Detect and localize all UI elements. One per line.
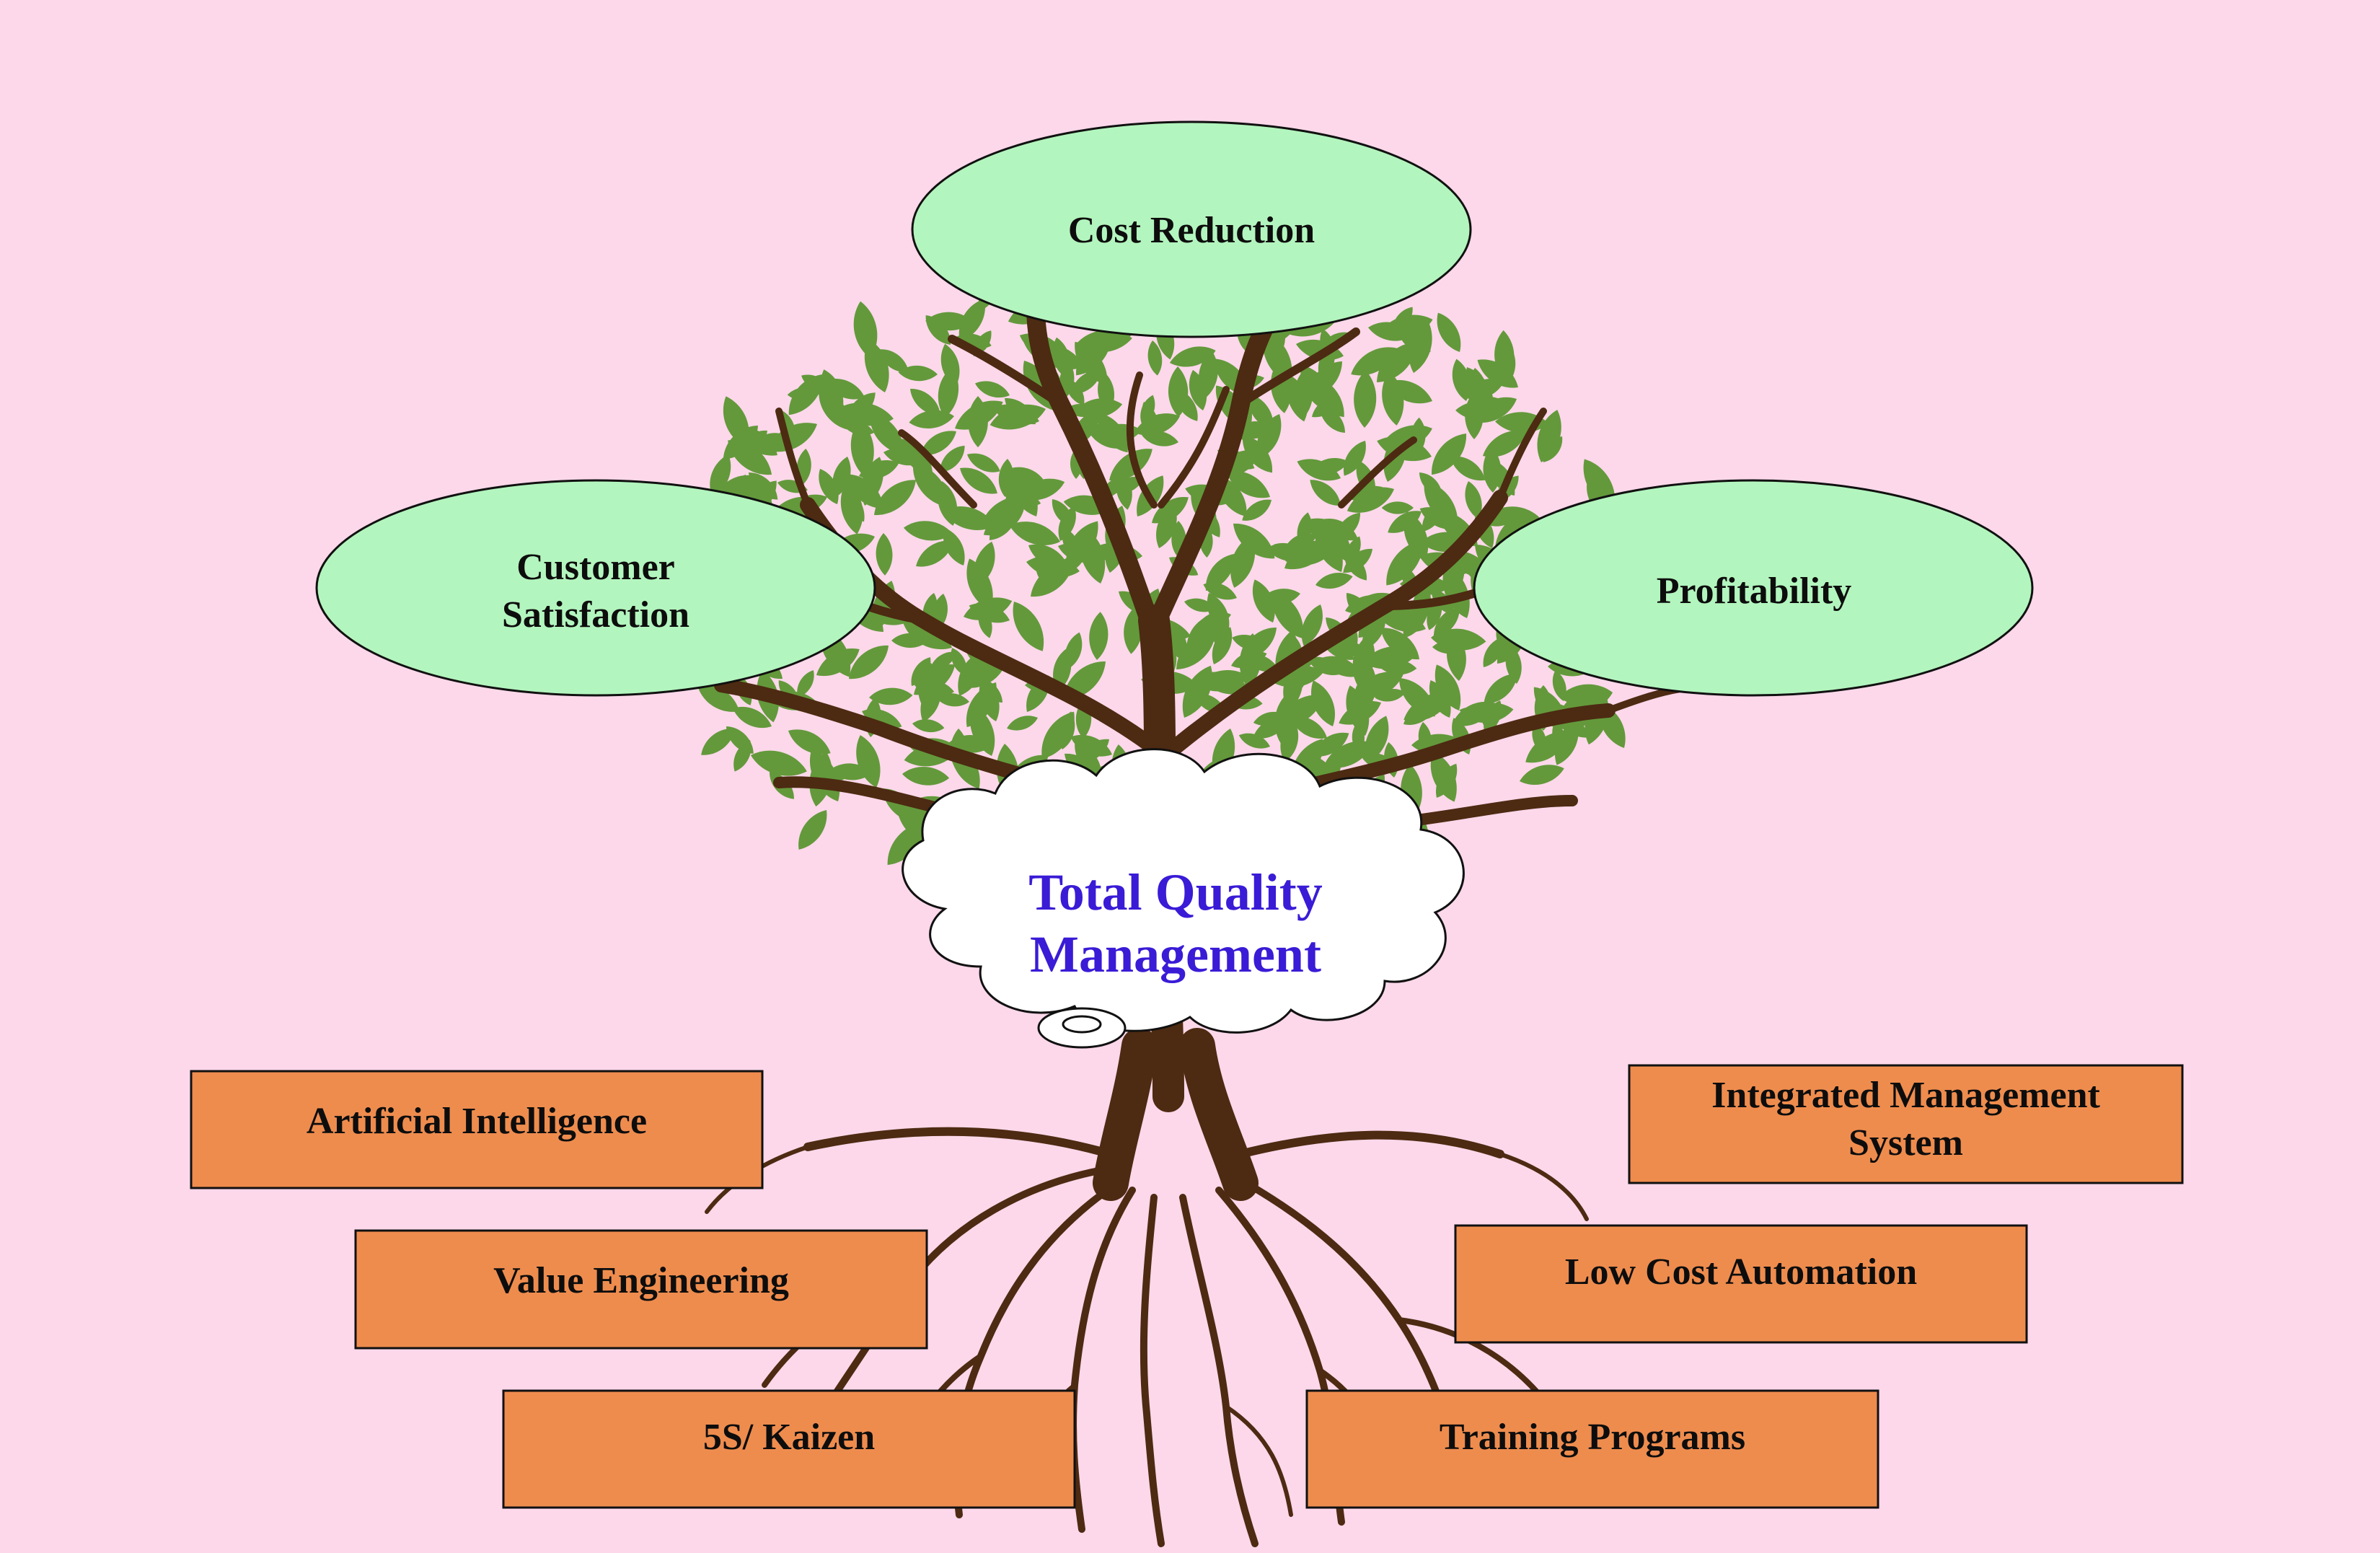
leaf — [1353, 369, 1377, 428]
leaf — [901, 765, 951, 788]
box-training-programs — [1305, 1389, 1879, 1509]
enabler-boxes — [190, 1064, 2184, 1509]
enabler-5s-kaizen-label: 5S/ Kaizen — [702, 1417, 876, 1458]
oval-customer-satisfaction — [315, 479, 876, 697]
outcome-ovals — [315, 120, 2034, 697]
leaf — [875, 532, 894, 576]
tqm-title: Total Quality Management — [1028, 863, 1323, 983]
oval-cost-reduction — [911, 120, 1472, 338]
leaf — [1088, 611, 1110, 661]
enabler-artificial-intelligence-label: Artificial Intelligence — [306, 1101, 648, 1142]
box-value-engineering — [354, 1229, 928, 1350]
outcome-customer-satisfaction-label: Customer Satisfaction — [502, 547, 689, 635]
enabler-training-programs-label: Training Programs — [1439, 1417, 1746, 1458]
leaf — [1517, 760, 1567, 791]
box-5s-kaizen — [502, 1389, 1076, 1509]
box-low-cost-automation — [1454, 1224, 2028, 1344]
leaf — [1005, 711, 1040, 735]
enabler-integrated-management-system-label: Integrated Management System — [1711, 1075, 2100, 1163]
box-integrated-management-system — [1628, 1064, 2184, 1184]
outcome-cost-reduction-label: Cost Reduction — [1067, 210, 1315, 251]
box-artificial-intelligence — [190, 1070, 764, 1189]
oval-profitability — [1473, 479, 2034, 697]
cloud-bubble-inner — [1062, 1015, 1102, 1034]
leaf — [1313, 569, 1354, 593]
enabler-low-cost-automation-label: Low Cost Automation — [1564, 1251, 1918, 1293]
enabler-value-engineering-label: Value Engineering — [493, 1260, 789, 1301]
outcome-profitability-label: Profitability — [1656, 571, 1852, 612]
leaf — [790, 804, 834, 855]
leaf — [1430, 308, 1468, 356]
thought-cloud — [902, 748, 1465, 1049]
leaf — [850, 731, 887, 791]
leaf — [911, 717, 946, 734]
leaf — [936, 341, 964, 389]
leaf — [1004, 596, 1053, 657]
